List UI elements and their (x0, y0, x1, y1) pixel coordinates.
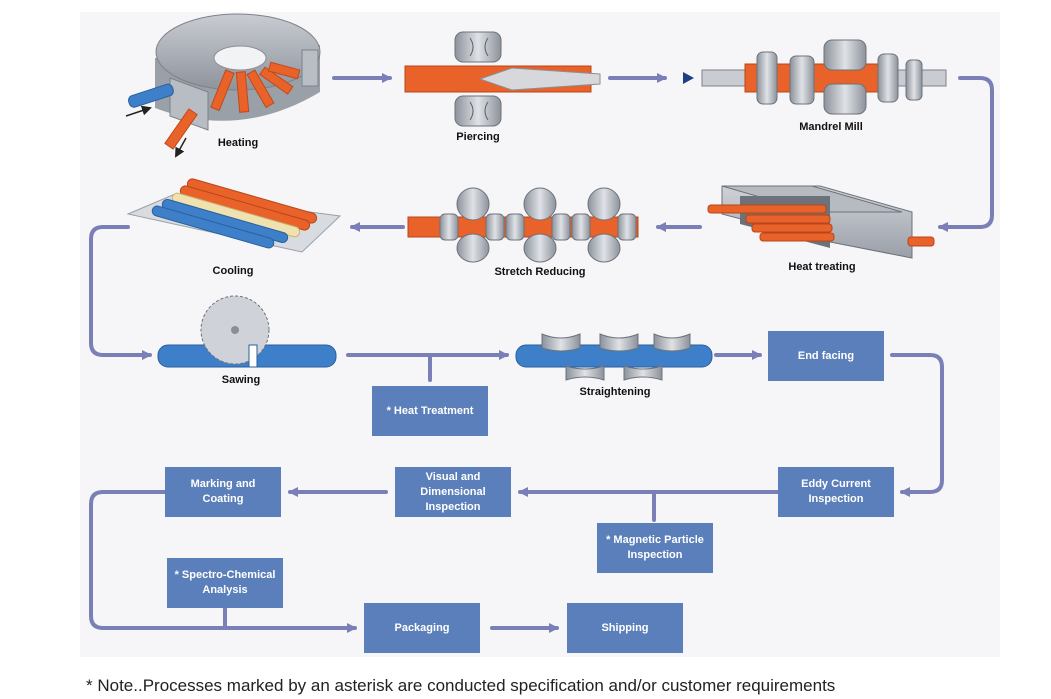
box-heat-treatment-label: * Heat Treatment (386, 404, 474, 417)
label-stretch-reducing: Stretch Reducing (494, 266, 585, 278)
arrow-end-facing-to-eddy (890, 353, 944, 497)
heat-treating-illustration (707, 185, 935, 259)
box-magnetic-line1: * Magnetic Particle (606, 534, 704, 546)
box-spectro-line1: * Spectro-Chemical (174, 569, 276, 581)
box-visual-line1: Visual and (425, 470, 481, 483)
box-packaging: Packaging (364, 603, 480, 653)
label-sawing: Sawing (222, 374, 261, 386)
arrow-mandrel-to-heat-treating (938, 76, 994, 232)
arrow-marking-to-packaging (89, 490, 357, 633)
box-visual-line2: Dimensional (420, 485, 486, 498)
box-end-facing-label: End facing (797, 349, 855, 362)
straightening-illustration (515, 333, 713, 381)
label-cooling: Cooling (213, 265, 254, 277)
box-eddy-current: Eddy Current Inspection (778, 467, 894, 517)
label-piercing: Piercing (456, 131, 499, 143)
box-heat-treatment: * Heat Treatment (372, 386, 488, 436)
box-marking-line1: Marking and (190, 478, 256, 490)
box-eddy-current-line1: Eddy Current (801, 478, 871, 490)
label-straightening: Straightening (580, 386, 651, 398)
box-shipping: Shipping (567, 603, 683, 653)
label-heating: Heating (218, 137, 258, 149)
flow-arrows (89, 73, 994, 633)
arrow-cooling-to-sawing (89, 225, 152, 360)
box-spectro-line2: Analysis (202, 584, 248, 596)
box-end-facing: End facing (768, 331, 884, 381)
heating-furnace-illustration (125, 13, 321, 158)
box-marking-coating: Marking and Coating (165, 467, 281, 517)
stretch-reducing-illustration (407, 187, 639, 263)
box-marking-line2: Coating (202, 493, 244, 505)
box-eddy-current-line2: Inspection (808, 493, 864, 505)
box-magnetic-particle: * Magnetic Particle Inspection (597, 523, 713, 573)
box-shipping-label: Shipping (601, 621, 649, 634)
box-visual-dimensional: Visual and Dimensional Inspection (395, 467, 511, 517)
footnote: * Note..Processes marked by an asterisk … (86, 676, 836, 695)
piercing-illustration (404, 31, 601, 127)
box-packaging-label: Packaging (394, 621, 450, 634)
box-spectro-chemical: * Spectro-Chemical Analysis (167, 558, 283, 608)
label-mandrel-mill: Mandrel Mill (799, 121, 863, 133)
cooling-illustration (126, 178, 342, 253)
box-visual-line3: Inspection (425, 500, 481, 513)
label-heat-treating: Heat treating (788, 261, 855, 273)
sawing-illustration (157, 295, 337, 368)
box-magnetic-line2: Inspection (627, 549, 683, 561)
mandrel-mill-illustration (683, 39, 947, 115)
